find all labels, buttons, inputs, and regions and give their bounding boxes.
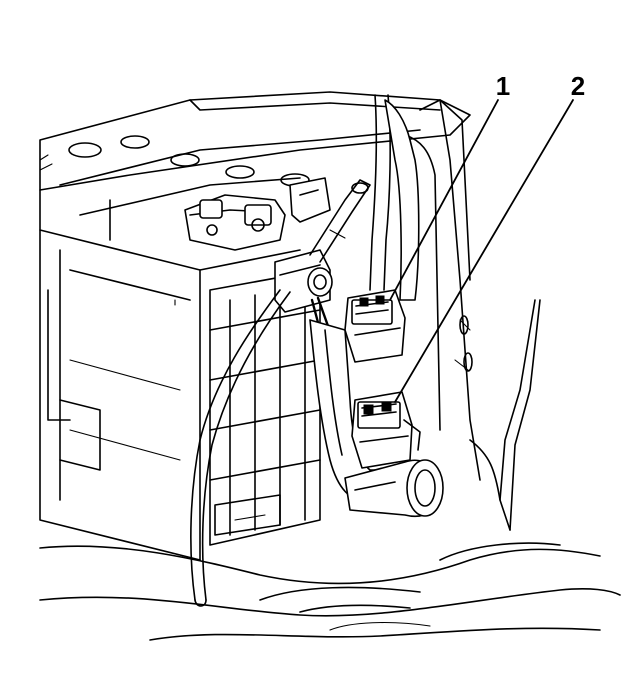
upper-harness xyxy=(309,94,420,301)
callout-leader-2 xyxy=(394,99,574,403)
callout-label-1: 1 xyxy=(496,71,510,101)
wiring-harness xyxy=(309,319,444,517)
battery xyxy=(39,91,471,561)
battery-tray-floor xyxy=(39,542,621,641)
terminal-clamp xyxy=(184,177,331,251)
callout-leader-1 xyxy=(389,99,499,301)
routed-wire xyxy=(190,289,291,607)
connector-1 xyxy=(344,289,406,363)
callout-label-2: 2 xyxy=(571,71,585,101)
connector-2 xyxy=(351,391,421,469)
junction-block xyxy=(274,249,333,332)
callout-1: 1 xyxy=(389,71,510,301)
callout-2: 2 xyxy=(394,71,585,403)
